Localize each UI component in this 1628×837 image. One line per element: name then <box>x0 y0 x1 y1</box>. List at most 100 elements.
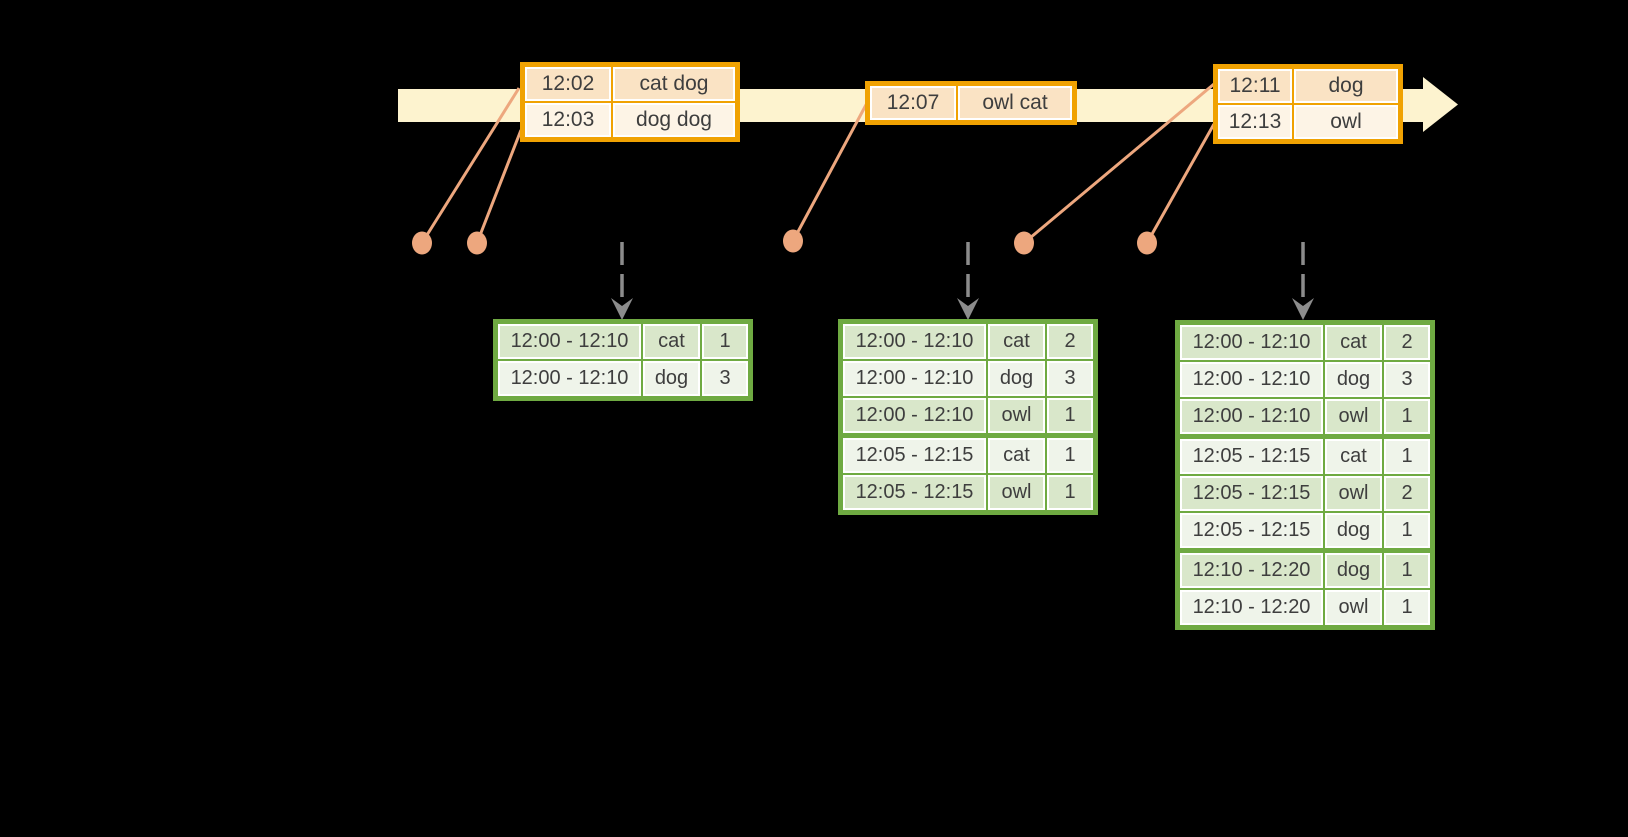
cell: 12:10 - 12:20 <box>1180 553 1323 588</box>
event-dot-icon <box>412 231 432 255</box>
cell: cat <box>1325 325 1382 360</box>
cell: 12:02 <box>525 67 611 101</box>
cell: 1 <box>1384 553 1430 588</box>
cell: 12:00 - 12:10 <box>1180 362 1323 397</box>
cell: cat dog <box>613 67 735 101</box>
cell: 1 <box>1384 399 1430 434</box>
group-separator-bar <box>843 435 1093 436</box>
cell: 12:11 <box>1218 69 1292 103</box>
cell: 1 <box>1384 513 1430 548</box>
cell: 1 <box>1047 475 1093 510</box>
cell: 12:00 - 12:10 <box>843 324 986 359</box>
cell: 3 <box>1047 361 1093 396</box>
group-separator <box>1180 436 1430 437</box>
event-dot-icon <box>1137 231 1157 255</box>
event-dot-icon <box>783 229 803 253</box>
cell: dog dog <box>613 103 735 137</box>
cell: 3 <box>1384 362 1430 397</box>
cell: 1 <box>1047 438 1093 473</box>
group-separator-bar <box>1180 550 1430 551</box>
cell: owl <box>1294 105 1398 139</box>
cell: owl <box>988 475 1045 510</box>
cell: 12:05 - 12:15 <box>843 438 986 473</box>
event-connector-lines <box>420 82 1216 245</box>
cell: 12:00 - 12:10 <box>843 398 986 433</box>
cell: 12:00 - 12:10 <box>1180 399 1323 434</box>
connector-line <box>475 129 523 244</box>
cell: 1 <box>1384 439 1430 474</box>
event-dot-icon <box>467 231 487 255</box>
cell: dog <box>643 361 700 396</box>
cell: 2 <box>1384 476 1430 511</box>
event-dot-icon <box>1014 231 1034 255</box>
cell: owl <box>1325 590 1382 625</box>
cell: 12:05 - 12:15 <box>1180 476 1323 511</box>
cell: owl <box>1325 399 1382 434</box>
cell: 1 <box>1384 590 1430 625</box>
cell: cat <box>988 438 1045 473</box>
trigger-arrowhead-icon <box>1292 298 1314 320</box>
cell: cat <box>643 324 700 359</box>
connector-line <box>420 87 521 244</box>
cell: dog <box>1325 362 1382 397</box>
cell: 12:05 - 12:15 <box>1180 513 1323 548</box>
cell: 2 <box>1384 325 1430 360</box>
cell: 12:00 - 12:10 <box>498 324 641 359</box>
timeline-arrowhead-icon <box>1423 77 1458 132</box>
cell: 1 <box>702 324 748 359</box>
cell: 12:10 - 12:20 <box>1180 590 1323 625</box>
cell: 12:07 <box>870 86 956 120</box>
trigger-arrowhead-icon <box>957 298 979 320</box>
cell: 12:00 - 12:10 <box>498 361 641 396</box>
cell: 12:00 - 12:10 <box>1180 325 1323 360</box>
cell: owl cat <box>958 86 1072 120</box>
cell: 12:03 <box>525 103 611 137</box>
trigger-arrows <box>620 242 1305 301</box>
cell: cat <box>988 324 1045 359</box>
cell: dog <box>1325 553 1382 588</box>
cell: dog <box>1325 513 1382 548</box>
cell: 12:00 - 12:10 <box>843 361 986 396</box>
connector-line <box>1145 123 1216 244</box>
trigger-arrowhead-icon <box>611 298 633 320</box>
cell: 2 <box>1047 324 1093 359</box>
connector-line <box>1023 82 1215 245</box>
cell: 12:05 - 12:15 <box>843 475 986 510</box>
cell: owl <box>988 398 1045 433</box>
cell: cat <box>1325 439 1382 474</box>
cell: owl <box>1325 476 1382 511</box>
group-separator-bar <box>1180 436 1430 437</box>
event-dots <box>412 229 1157 255</box>
cell: 12:05 - 12:15 <box>1180 439 1323 474</box>
cell: 1 <box>1047 398 1093 433</box>
group-separator <box>1180 550 1430 551</box>
connector-line <box>791 102 869 242</box>
